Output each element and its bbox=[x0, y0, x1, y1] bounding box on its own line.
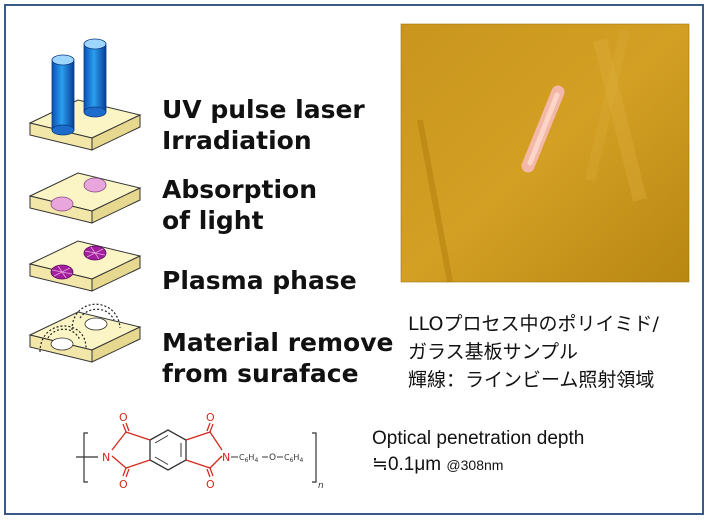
optical-depth-title: Optical penetration depth bbox=[372, 428, 585, 449]
oxygen-atom-1: O bbox=[119, 411, 128, 424]
optical-depth-condition: @308nm bbox=[446, 457, 504, 473]
sample-photo bbox=[400, 23, 690, 283]
oxygen-atom-3: O bbox=[206, 411, 215, 424]
laser-irradiation-icon bbox=[28, 38, 142, 151]
laser-line-streak bbox=[521, 85, 565, 173]
oxygen-atom-2: O bbox=[119, 478, 128, 491]
material-removal-icon bbox=[28, 303, 142, 363]
oxygen-atom-4: O bbox=[206, 478, 215, 491]
photo-caption-line-2: ガラス基板サンプル bbox=[408, 341, 579, 363]
photo-caption-line-1: LLOプロセス中のポリイミド/ bbox=[408, 313, 659, 335]
step-label-plasma: Plasma phase bbox=[162, 266, 357, 295]
laser-beam-1 bbox=[51, 54, 75, 136]
nitrogen-atom-2: N bbox=[222, 451, 230, 464]
laser-beam-2 bbox=[83, 38, 107, 118]
nitrogen-atom-1: N bbox=[102, 451, 110, 464]
step-label-removal: Material remove from suraface bbox=[162, 328, 394, 388]
photo-caption: LLOプロセス中のポリイミド/ ガラス基板サンプル 輝線：ラインビーム照射領域 bbox=[408, 310, 698, 394]
optical-depth-value-line: ≒0.1μm @308nm bbox=[372, 452, 584, 478]
repeat-unit-n: n bbox=[318, 481, 324, 491]
optical-depth-note: Optical penetration depth ≒0.1μm @308nm bbox=[372, 426, 584, 478]
photo-caption-line-3: 輝線：ラインビーム照射領域 bbox=[408, 369, 655, 391]
plasma-phase-icon bbox=[28, 240, 142, 292]
polyimide-structure: n O O N O O N C6H4 O C6H4 bbox=[76, 411, 324, 491]
phenylene-group-2: C6H4 bbox=[284, 453, 303, 464]
step-label-absorption: Absorption of light bbox=[162, 175, 318, 235]
light-absorption-icon bbox=[28, 172, 142, 224]
phenylene-group-1: C6H4 bbox=[239, 453, 258, 464]
optical-depth-value: ≒0.1μm bbox=[372, 454, 442, 475]
ether-oxygen: O bbox=[269, 453, 276, 463]
step-label-irradiation: UV pulse laser Irradiation bbox=[162, 95, 365, 155]
